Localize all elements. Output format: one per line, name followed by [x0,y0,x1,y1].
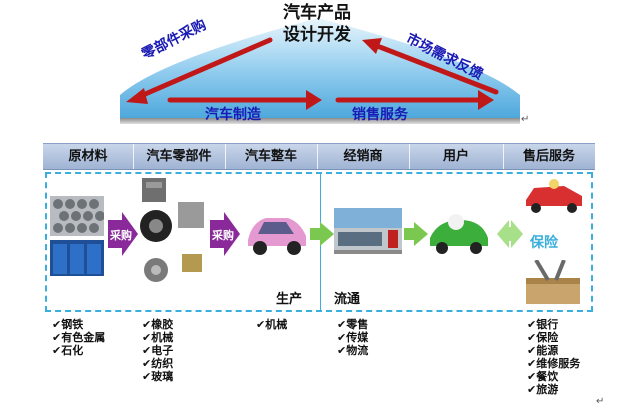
flow-arrow-to-dealer [310,222,334,246]
return-mark: ↵ [521,114,530,125]
manufacturing-label: 汽车制造 [205,107,261,123]
parts-list: ✔橡胶 ✔机械 ✔电子 ✔纺织 ✔玻璃 [142,318,173,383]
vehicle-image [248,218,306,255]
list-item: ✔机械 [256,318,288,331]
list-item: ✔旅游 [527,383,559,396]
header-raw-materials: 原材料 [68,149,108,164]
steel-pipes-icon [50,196,104,236]
purchase-label-2: 采购 [212,229,234,242]
header-vehicle: 汽车整车 [244,149,297,164]
list-item: ✔石化 [52,344,84,357]
chemical-barrels-icon [50,240,104,276]
purchase-label-1: 采购 [110,229,132,242]
user-image [430,214,488,254]
list-item: ✔机械 [142,331,174,344]
list-item: ✔能源 [527,344,559,357]
header-dealer: 经销商 [343,149,383,164]
auto-parts-image [140,178,204,282]
dealer-list: ✔零售 ✔传媒 ✔物流 [337,318,368,357]
list-item: ✔有色金属 [52,331,106,344]
vehicle-list: ✔机械 [256,318,287,331]
dome-title-line1: 汽车产品 [283,3,351,23]
left-diagonal-arrow [133,37,273,101]
dealer-image [334,208,402,254]
list-item: ✔电子 [142,344,174,357]
right-diagonal-arrow [369,41,499,95]
raw-materials-image [50,196,104,276]
purchase-arrow-2 [210,212,240,256]
header-aftersales: 售后服务 [522,149,575,164]
return-mark: ↵ [596,396,605,407]
tow-truck-icon [526,179,582,213]
list-item: ✔维修服务 [527,357,581,370]
flow-arrow-to-user [404,222,428,246]
aftersales-list: ✔银行 ✔保险 ✔能源 ✔维修服务 ✔餐饮 ✔旅游 [527,318,580,396]
engine-icon [142,178,166,202]
list-item: ✔橡胶 [142,318,174,331]
tow-truck-image [526,179,582,213]
bracket-icon [182,254,202,272]
sales-service-label: 销售服务 [352,107,408,123]
circulation-label: 流通 [334,292,361,307]
dome-title-line2: 设计开发 [283,25,351,45]
design-dome [0,0,624,124]
insurance-label: 保险 [530,235,558,251]
list-item: ✔餐饮 [527,370,559,383]
gear-box-icon [178,202,204,228]
car-icon [248,218,306,255]
list-item: ✔保险 [527,331,559,344]
cycle-arrows [126,37,499,110]
value-chain-header: 原材料 汽车零部件 汽车整车 经销商 用户 售后服务 [43,143,595,170]
value-chain-frame [45,172,593,312]
tire-icon [140,210,172,242]
flow-arrow-to-aftersales [497,220,523,248]
list-item: ✔纺织 [142,357,174,370]
header-user: 用户 [442,149,469,164]
list-item: ✔传媒 [337,331,369,344]
toolbox-icon [526,260,580,304]
purchase-arrow-1 [108,212,138,256]
list-item: ✔零售 [337,318,369,331]
list-item: ✔钢铁 [52,318,84,331]
pump-icon [144,258,168,282]
list-item: ✔物流 [337,344,369,357]
cartoon-car-icon [430,214,488,254]
raw-materials-list: ✔钢铁 ✔有色金属 ✔石化 [52,318,105,357]
production-label: 生产 [276,292,303,307]
header-parts: 汽车零部件 [146,149,212,164]
repair-tools-image [526,260,580,304]
dealership-building-icon [334,208,402,254]
list-item: ✔玻璃 [142,370,174,383]
list-item: ✔银行 [527,318,559,331]
